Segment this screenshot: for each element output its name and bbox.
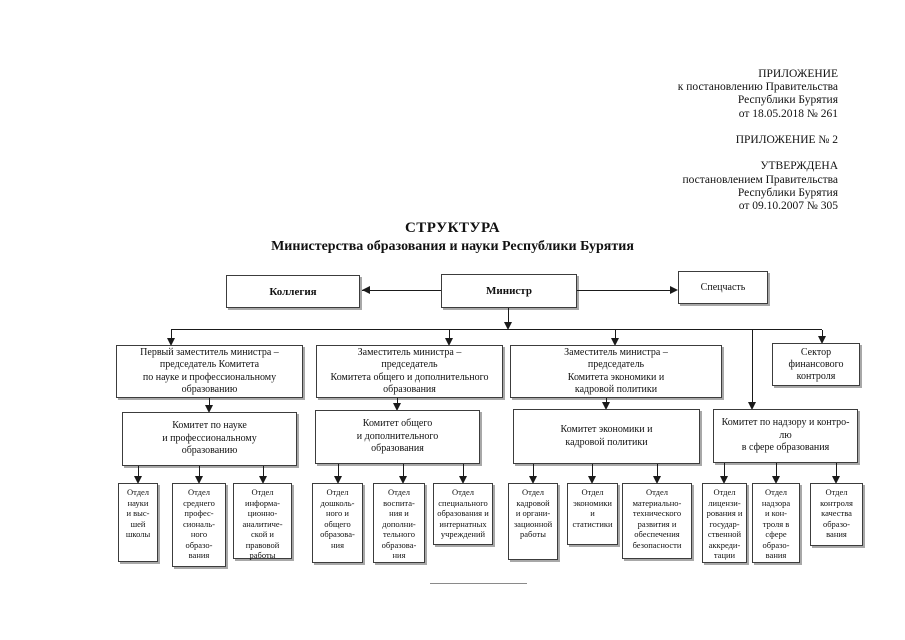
arrowhead-dept7 — [529, 476, 537, 484]
connector-drop-deputy-2 — [449, 330, 450, 339]
footer-divider — [430, 583, 527, 584]
arrowhead-to-special-unit — [670, 286, 678, 294]
connector-deputy2-committee2 — [397, 398, 398, 403]
arrowhead-dept12 — [832, 476, 840, 484]
box-collegium: Коллегия — [226, 275, 360, 308]
connector-drop-deputy-3 — [615, 330, 616, 339]
connector-deputy1-committee1 — [209, 398, 210, 405]
connector-com3-dept9 — [657, 464, 658, 476]
box-deputy-economics: Заместитель министра – председатель Коми… — [510, 345, 722, 398]
connector-com1-dept1 — [138, 466, 139, 476]
connector-deputy3-committee3 — [606, 398, 607, 402]
dept-box-supervision-control: Отдел надзора и кон- троля в сфере образ… — [752, 483, 800, 563]
arrowhead-to-collegium — [362, 286, 370, 294]
connector-com2-dept5 — [403, 464, 404, 476]
box-committee-general-education: Комитет общего и дополнительного образов… — [315, 410, 480, 464]
connector-rail — [171, 329, 822, 330]
arrowhead-minister-drop — [504, 322, 512, 330]
connector-com3-dept7 — [533, 464, 534, 476]
dept-box-science-higher-school: Отдел науки и выс- шей школы — [118, 483, 158, 562]
dept-box-secondary-professional: Отдел среднего профес- сиональ- ного обр… — [172, 483, 226, 567]
arrowhead-dept9 — [653, 476, 661, 484]
connector-com3-dept8 — [592, 464, 593, 476]
box-deputy-science: Первый заместитель министра – председате… — [116, 345, 303, 398]
connector-drop-finance-sector — [822, 330, 823, 337]
connector-drop-deputy-1 — [171, 330, 172, 339]
arrowhead-dept10 — [720, 476, 728, 484]
dept-box-material-technical: Отдел материально- технического развития… — [622, 483, 692, 559]
arrowhead-dept6 — [459, 476, 467, 484]
title-block: СТРУКТУРА Министерства образования и нау… — [0, 220, 905, 255]
connector-minister-collegium — [362, 290, 441, 291]
arrowhead-committee1 — [205, 405, 213, 413]
connector-drop-oversight-committee — [752, 330, 753, 402]
box-deputy-general-education: Заместитель министра – председатель Коми… — [316, 345, 503, 398]
dept-box-preschool-general: Отдел дошколь- ного и общего образова- н… — [312, 483, 363, 563]
connector-com4-dept12 — [836, 463, 837, 476]
arrowhead-dept4 — [334, 476, 342, 484]
connector-com2-dept4 — [338, 464, 339, 476]
dept-box-licensing-accreditation: Отдел лицензи- рования и государ- ственн… — [702, 483, 747, 563]
arrowhead-deputy-1 — [167, 338, 175, 346]
connector-com1-dept3 — [263, 466, 264, 476]
page-title: СТРУКТУРА — [404, 220, 501, 236]
arrowhead-dept5 — [399, 476, 407, 484]
connector-minister-drop — [508, 308, 509, 323]
arrowhead-finance-sector — [818, 336, 826, 344]
box-committee-oversight: Комитет по надзору и контро- лю в сфере … — [713, 409, 858, 463]
connector-minister-special-unit — [577, 290, 670, 291]
box-committee-science: Комитет по науке и профессиональному обр… — [122, 412, 297, 466]
arrowhead-dept8 — [588, 476, 596, 484]
connector-com4-dept11 — [776, 463, 777, 476]
dept-box-personnel-organizational: Отдел кадровой и органи- зационной работ… — [508, 483, 558, 560]
connector-com4-dept10 — [724, 463, 725, 476]
arrowhead-dept2 — [195, 476, 203, 484]
arrowhead-deputy-2 — [445, 338, 453, 346]
dept-box-special-education: Отдел специального образования и интерна… — [433, 483, 493, 545]
dept-box-quality-control: Отдел контроля качества образо- вания — [810, 483, 863, 546]
arrowhead-dept3 — [259, 476, 267, 484]
box-special-unit: Спецчасть — [678, 271, 768, 304]
arrowhead-dept1 — [134, 476, 142, 484]
dept-box-upbringing-additional: Отдел воспита- ния и дополни- тельного о… — [373, 483, 425, 563]
dept-box-information-legal: Отдел информа- ционно- аналитиче- ской и… — [233, 483, 292, 560]
connector-com2-dept6 — [463, 464, 464, 476]
appendix-note: ПРИЛОЖЕНИЕ к постановлению Правительства… — [677, 68, 838, 213]
box-finance-control-sector: Сектор финансового контроля — [772, 343, 860, 386]
arrowhead-deputy-3 — [611, 338, 619, 346]
arrowhead-dept11 — [772, 476, 780, 484]
page-subtitle: Министерства образования и науки Республ… — [271, 239, 634, 254]
box-minister: Министр — [441, 274, 577, 308]
dept-box-economics-statistics: Отдел экономики и статистики — [567, 483, 618, 545]
connector-com1-dept2 — [199, 466, 200, 476]
arrowhead-committee3 — [602, 402, 610, 410]
arrowhead-oversight-committee — [748, 402, 756, 410]
box-committee-economics: Комитет экономики и кадровой политики — [513, 409, 700, 464]
arrowhead-committee2 — [393, 403, 401, 411]
